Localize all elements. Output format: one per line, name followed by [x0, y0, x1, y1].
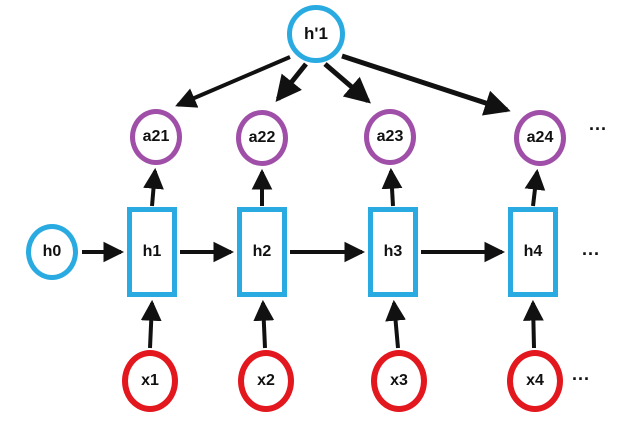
node-h-prime-1: h'1: [287, 5, 345, 63]
node-h2: h2: [237, 207, 287, 297]
node-h4-label: h4: [523, 243, 543, 260]
arrow-x2-h2: [253, 299, 275, 349]
node-a21-label: a21: [142, 128, 170, 145]
node-h-prime-1-label: h'1: [304, 24, 328, 43]
node-x3-label: x3: [390, 372, 408, 389]
arrow-x4-h4: [522, 299, 544, 349]
node-a22: a22: [236, 110, 288, 166]
node-x4-label: x4: [526, 372, 544, 389]
node-h3-label: h3: [383, 243, 403, 260]
node-h4: h4: [508, 207, 558, 297]
node-a24-label: a24: [526, 129, 554, 146]
node-h0: h0: [26, 224, 78, 280]
arrow-h1-a21: [143, 167, 164, 207]
node-x2: x2: [238, 350, 294, 412]
node-h0-label: h0: [42, 243, 62, 260]
node-x4: x4: [507, 350, 563, 412]
node-h2-label: h2: [252, 243, 272, 260]
arrow-h4-a24: [524, 168, 546, 207]
arrow-hprime1-a23: [323, 62, 371, 104]
arrow-hprime1-a22: [275, 62, 308, 103]
node-a23-label: a23: [376, 128, 404, 145]
node-h1: h1: [127, 207, 177, 297]
node-h3: h3: [368, 207, 418, 297]
arrow-hprime1-a21: [175, 55, 291, 108]
node-h1-label: h1: [142, 243, 162, 260]
node-x1-label: x1: [141, 372, 159, 389]
node-a22-label: a22: [248, 129, 276, 146]
attention-row-ellipsis: ...: [589, 114, 608, 134]
arrow-x3-h3: [385, 299, 406, 349]
node-x3: x3: [371, 350, 427, 412]
node-a24: a24: [514, 110, 566, 166]
node-a23: a23: [364, 109, 416, 165]
arrow-x1-h1: [140, 299, 162, 349]
node-x2-label: x2: [257, 372, 275, 389]
arrow-hprime1-a24: [341, 53, 511, 116]
node-x1: x1: [122, 350, 178, 412]
arrow-h3-a23: [381, 167, 403, 207]
hidden-row-ellipsis: ...: [582, 239, 601, 259]
node-a21: a21: [130, 109, 182, 165]
input-row-ellipsis: ...: [572, 364, 591, 384]
